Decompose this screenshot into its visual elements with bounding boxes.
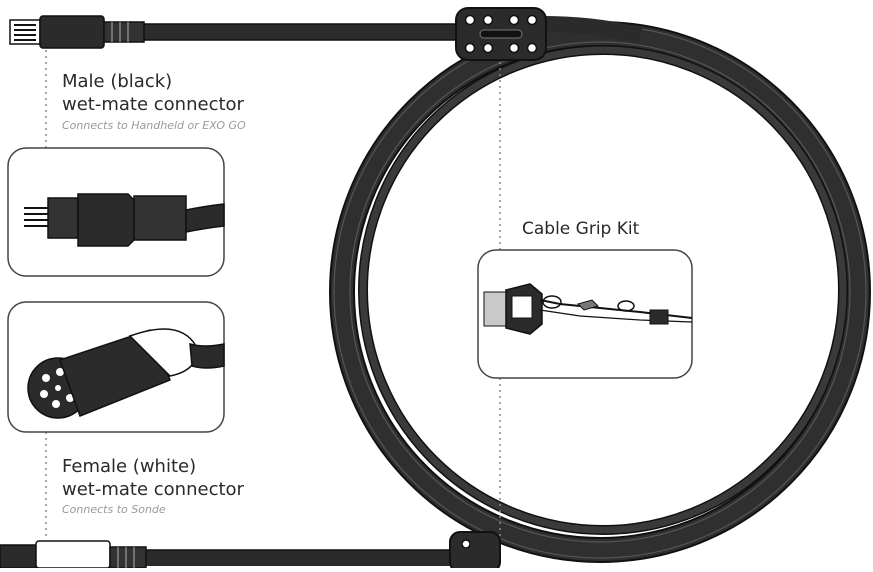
- male-connector: [9, 15, 145, 49]
- female-title-line1: Female (white): [62, 456, 197, 477]
- female-connector-subtitle: Connects to Sonde: [62, 503, 166, 516]
- cable-clamp-bottom: [449, 531, 501, 572]
- male-title-line2: wet-mate connector: [62, 94, 244, 115]
- leader-lines: [45, 50, 501, 540]
- male-title-line1: Male (black): [62, 71, 173, 92]
- bottom-cable: [100, 549, 480, 566]
- cable-clamp-top: [455, 7, 547, 61]
- female-title-line2: wet-mate connector: [62, 479, 244, 500]
- cable-grip-title: Cable Grip Kit: [522, 219, 640, 239]
- female-connector-callout: [7, 301, 225, 433]
- male-connector-title: Male (black) wet-mate connector: [62, 70, 244, 116]
- male-connector-subtitle: Connects to Handheld or EXO GO: [62, 119, 246, 132]
- male-connector-callout: [7, 147, 225, 277]
- cable-grip-callout: [477, 249, 693, 379]
- female-connector-title: Female (white) wet-mate connector: [62, 455, 244, 501]
- female-connector: [0, 540, 147, 569]
